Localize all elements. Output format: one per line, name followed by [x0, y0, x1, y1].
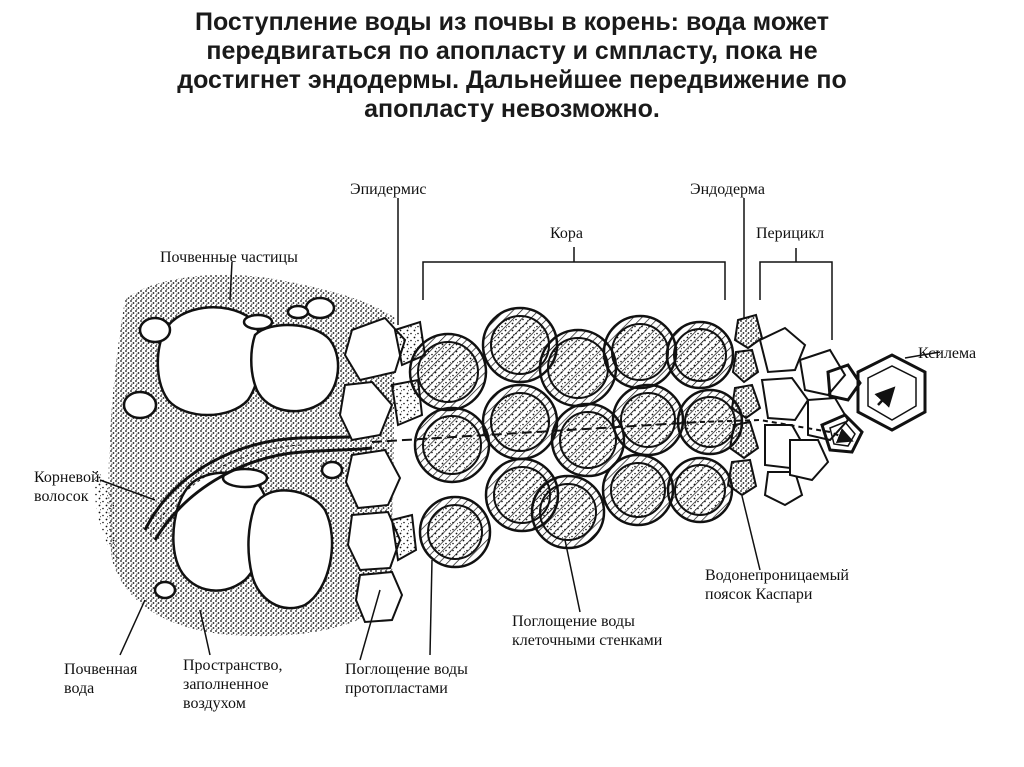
- label-soil-water: Почвенная вода: [64, 661, 138, 697]
- leader-lines: [99, 198, 941, 661]
- label-wall-uptake: Поглощение воды клеточными стенками: [512, 613, 663, 649]
- epidermis-layer: [338, 316, 427, 624]
- label-casparian-strip: Водонепроницаемый поясок Каспари: [705, 567, 849, 603]
- label-cortex: Кора: [550, 225, 583, 242]
- label-soil-particles: Почвенные частицы: [160, 249, 298, 266]
- label-root-hair: Корневой волосок: [34, 469, 100, 505]
- label-pericycle: Перицикл: [756, 225, 825, 242]
- endodermis-layer: [726, 313, 764, 497]
- xylem-vessels: [820, 353, 927, 454]
- label-endodermis: Эндодерма: [690, 181, 765, 198]
- label-protoplast-uptake: Поглощение воды протопластами: [345, 661, 468, 697]
- soil-particles: [122, 296, 344, 610]
- label-epidermis: Эпидермис: [350, 181, 427, 198]
- label-air-space: Пространство, заполненное воздухом: [183, 657, 283, 712]
- slide-title: Поступление воды из почвы в корень: вода…: [177, 8, 847, 123]
- cortex-cells: [408, 306, 744, 569]
- water-path-arrows: [371, 386, 896, 443]
- root-hair: [143, 433, 373, 541]
- label-xylem: Ксилема: [918, 345, 977, 362]
- pericycle-layer: [758, 326, 850, 507]
